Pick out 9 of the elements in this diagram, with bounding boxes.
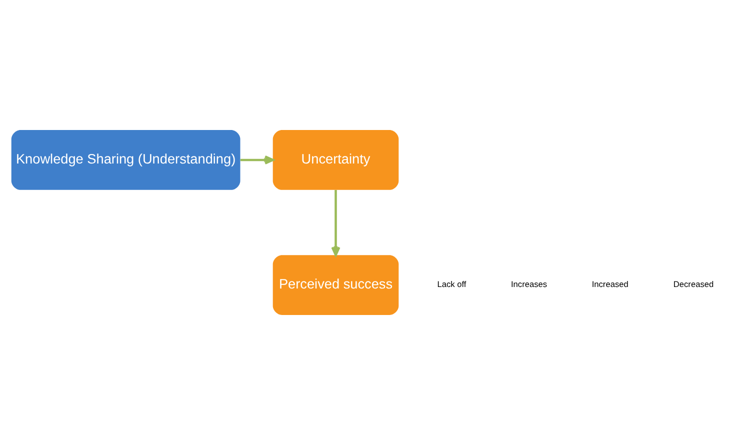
node-box: Knowledge Sharing (Understanding) [11, 130, 240, 190]
node-box: Uncertainty [272, 130, 399, 190]
arrow [331, 190, 340, 256]
label: Increased [592, 278, 628, 289]
label: Decreased [673, 278, 714, 289]
node-box: Perceived success [272, 254, 399, 314]
label: Increases [510, 278, 548, 289]
arrow [240, 154, 274, 164]
label: Lack off [437, 278, 466, 289]
